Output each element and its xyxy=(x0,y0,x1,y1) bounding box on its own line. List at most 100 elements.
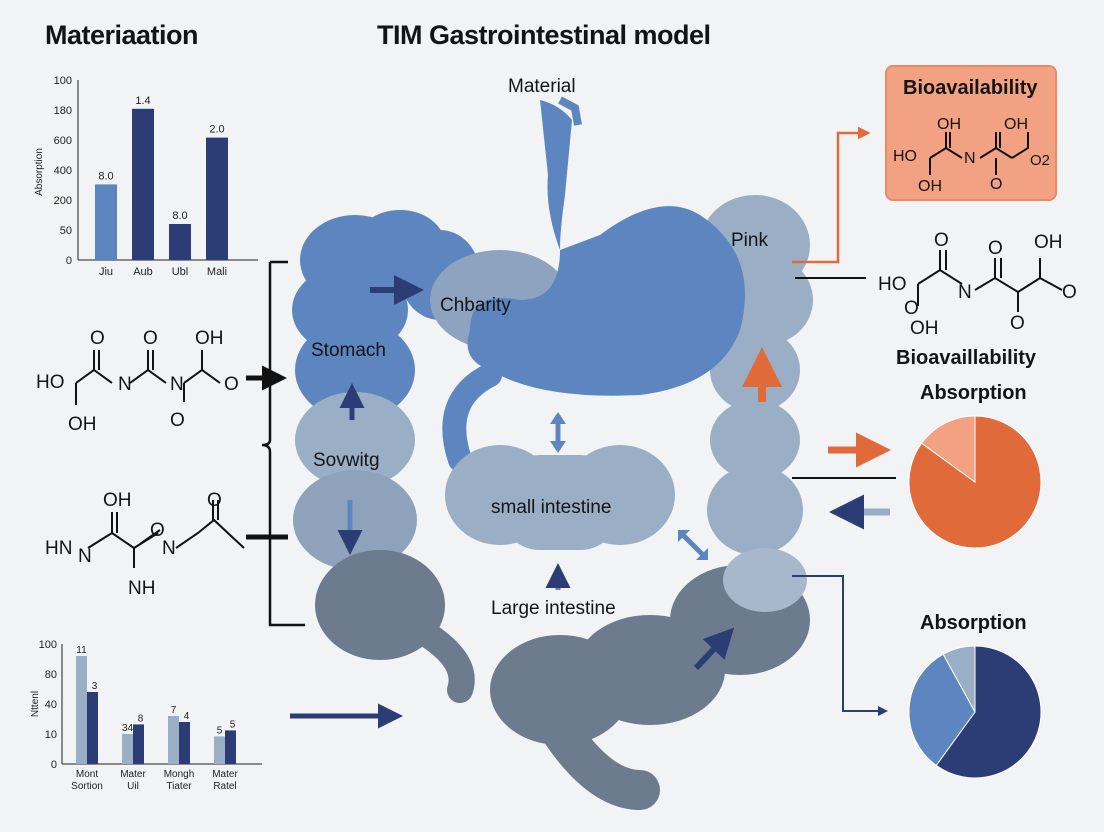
pie-chart-absorption-top xyxy=(908,415,1042,549)
atom: O xyxy=(224,374,239,395)
label-stomach: Stomach xyxy=(311,340,386,361)
bar-chart-nttenl: 1008040100Nttenl113MontSortion348MaterUi… xyxy=(30,639,262,792)
atom: N xyxy=(958,282,972,303)
atom: O xyxy=(207,490,222,511)
bar xyxy=(179,722,190,764)
atom: OH xyxy=(1034,232,1063,253)
bar xyxy=(133,724,144,764)
pie-slice xyxy=(908,653,976,767)
atom: O2 xyxy=(1030,152,1051,169)
bar xyxy=(95,184,117,260)
bar xyxy=(122,734,133,764)
x-tick-label: Mater xyxy=(120,769,146,780)
bar-data-label: 2.0 xyxy=(209,124,224,136)
bar xyxy=(169,224,191,260)
y-tick-label: 600 xyxy=(54,135,72,147)
bar-data-label: 11 xyxy=(76,645,87,656)
arrow-diag-heads xyxy=(678,530,708,560)
molecule-right xyxy=(917,250,1063,312)
label-bioavailability: Bioavaillability xyxy=(896,347,1037,369)
atom: N xyxy=(170,374,184,395)
bar-data-label: 34 xyxy=(122,723,134,734)
bioavailability-box-title: Bioavailability xyxy=(903,77,1038,99)
x-tick-label: Ubl xyxy=(172,266,189,278)
atom: O xyxy=(150,520,165,541)
atom: HO xyxy=(36,372,65,393)
y-tick-label: 0 xyxy=(66,255,72,267)
x-tick-label: Mater xyxy=(212,769,238,780)
atom: OH xyxy=(937,116,961,133)
x-tick-label: Sortion xyxy=(71,781,103,792)
pie-chart-absorption-bottom xyxy=(908,645,1042,779)
left-title: Materiaation xyxy=(45,20,199,50)
bar xyxy=(225,730,236,764)
bar-data-label: 3 xyxy=(92,681,98,692)
bar xyxy=(168,716,179,764)
atom: NH xyxy=(128,578,156,599)
atom: O xyxy=(90,328,105,349)
atom: N xyxy=(162,538,176,559)
bar-data-label: 5 xyxy=(230,719,236,730)
input-bracket xyxy=(261,260,305,627)
x-tick-label: Uil xyxy=(127,781,139,792)
atom: O xyxy=(1062,282,1077,303)
y-axis-label: Nttenl xyxy=(30,691,41,717)
x-tick-label: Mont xyxy=(76,769,98,780)
atom: HN xyxy=(45,538,73,559)
bar xyxy=(206,137,228,260)
bar-data-label: 8.0 xyxy=(98,170,113,182)
y-tick-label: 10 xyxy=(45,729,57,741)
bar-data-label: 5 xyxy=(217,725,223,736)
pie-slice xyxy=(935,645,1042,779)
y-tick-label: 50 xyxy=(60,225,72,237)
x-tick-label: Mali xyxy=(207,266,227,278)
pie-slice xyxy=(942,645,976,713)
atom: O xyxy=(1010,313,1025,334)
pie-bottom-title: Absorption xyxy=(920,612,1027,634)
connector-to-pie-bottom xyxy=(792,575,888,716)
molecule-box xyxy=(929,132,1029,175)
x-tick-label: Mongh xyxy=(164,769,195,780)
atom: O xyxy=(934,230,949,251)
x-tick-label: Jiu xyxy=(99,266,113,278)
bar xyxy=(132,108,154,260)
atom: O xyxy=(170,410,185,431)
y-tick-label: 180 xyxy=(54,105,72,117)
atom: HO xyxy=(893,148,917,165)
colon xyxy=(292,195,813,810)
pie-slice xyxy=(920,415,976,483)
arrow-updown-heads xyxy=(550,412,566,453)
bar xyxy=(76,656,87,764)
connector-to-box xyxy=(792,126,871,264)
y-tick-label: 0 xyxy=(51,759,57,771)
bar xyxy=(214,736,225,764)
y-tick-label: 100 xyxy=(39,639,57,651)
bar xyxy=(87,692,98,764)
atom: O xyxy=(988,238,1003,259)
molecule-left-bottom xyxy=(87,500,245,568)
arrow-diag-navy xyxy=(693,627,735,671)
bar-data-label: 8 xyxy=(138,713,144,724)
y-axis-label: Absorption xyxy=(34,148,45,196)
bar-data-label: 1.4 xyxy=(135,95,150,107)
atom: O xyxy=(143,328,158,349)
bar-data-label: 8.0 xyxy=(172,210,187,222)
atom: OH xyxy=(68,414,97,435)
atom: N xyxy=(78,546,92,567)
atom: N xyxy=(118,374,132,395)
atom: HO xyxy=(878,274,907,295)
pie-top-title: Absorption xyxy=(920,382,1027,404)
atom: OH xyxy=(195,328,224,349)
x-tick-label: Tiater xyxy=(166,781,192,792)
atom: N xyxy=(964,150,976,167)
atom: OH xyxy=(103,490,132,511)
small-intestine-shape xyxy=(445,445,675,550)
atom: OH xyxy=(910,318,939,339)
arrow-diag-blue xyxy=(680,532,706,558)
stomach-shape xyxy=(442,96,745,472)
y-tick-label: 200 xyxy=(54,195,72,207)
y-tick-label: 40 xyxy=(45,699,57,711)
y-tick-label: 80 xyxy=(45,669,57,681)
x-tick-label: Ratel xyxy=(213,781,236,792)
